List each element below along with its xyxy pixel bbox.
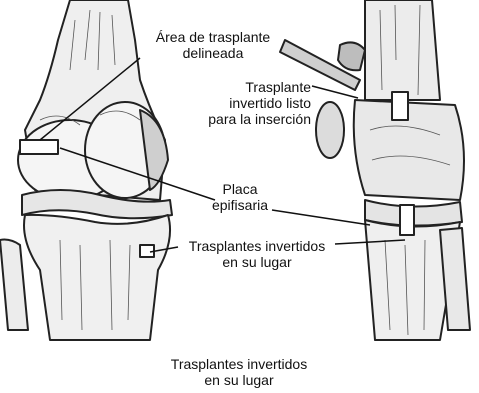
label-placa-epifisaria: Placa epifisaria xyxy=(205,181,275,213)
label-area-line2: delineada xyxy=(143,45,283,61)
label-area-line1: Área de trasplante xyxy=(143,29,283,45)
label-trasplantes-en-lugar: Trasplantes invertidos en su lugar xyxy=(178,238,336,270)
caption-line2: en su lugar xyxy=(160,372,318,388)
label-lugar-line1: Trasplantes invertidos xyxy=(178,238,336,254)
caption-line1: Trasplantes invertidos xyxy=(160,356,318,372)
label-listo-line1: Trasplante xyxy=(183,79,311,95)
label-placa-line1: Placa xyxy=(205,181,275,197)
label-listo-line3: para la inserción xyxy=(183,111,311,127)
label-trasplante-listo: Trasplante invertido listo para la inser… xyxy=(183,79,311,127)
figure-caption: Trasplantes invertidos en su lugar xyxy=(160,356,318,388)
right-knee-drawing xyxy=(280,0,470,340)
label-placa-line2: epifisaria xyxy=(205,197,275,213)
label-area-trasplante: Área de trasplante delineada xyxy=(143,29,283,61)
label-lugar-line2: en su lugar xyxy=(178,254,336,270)
label-listo-line2: invertido listo xyxy=(183,95,311,111)
